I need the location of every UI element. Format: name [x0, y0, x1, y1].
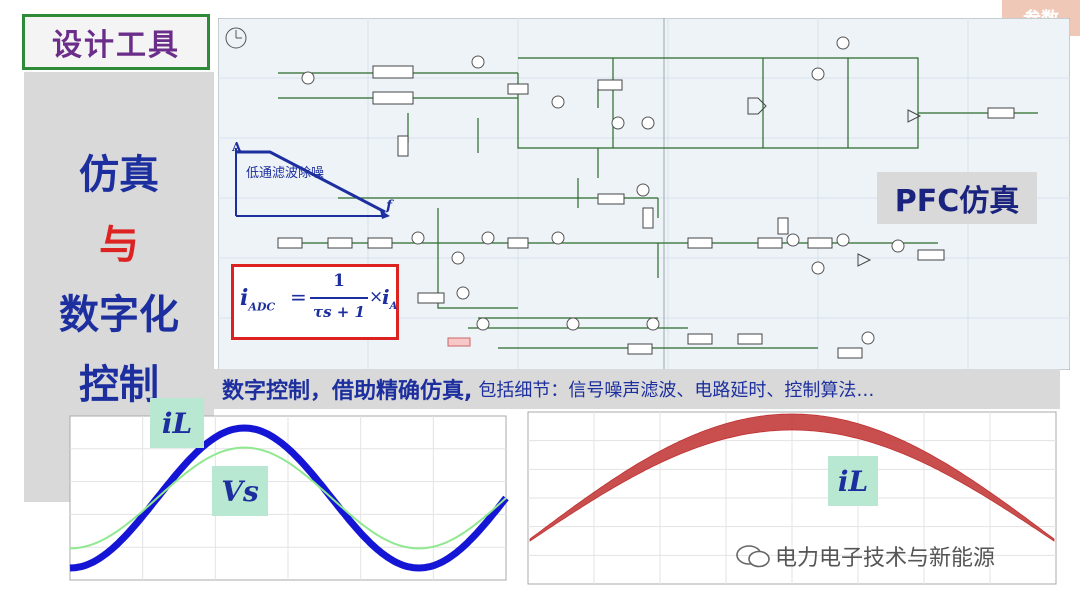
formula-lhs: i	[240, 285, 249, 311]
waveform-chart-halfsine	[527, 411, 1057, 585]
formula-rhs: i	[382, 285, 390, 309]
filter-axis-x-label: f	[386, 198, 393, 214]
left-panel: 仿真 与 数字化 控制	[24, 72, 214, 502]
formula-box: iADC = 1 τs + 1 × iA	[231, 264, 399, 340]
tools-title: 设计工具	[22, 14, 210, 70]
formula-denominator: τs + 1	[313, 303, 365, 321]
filter-note: 低通滤波除噪	[246, 166, 325, 181]
filter-axis-y-label: A	[232, 140, 242, 154]
pfc-sim-label: PFC仿真	[877, 172, 1037, 224]
label-vs: Vs	[212, 466, 268, 516]
caption-rest: 包括细节：信号噪声滤波、电路延时、控制算法…	[478, 380, 875, 401]
formula-times: ×	[369, 287, 384, 307]
formula-lhs-sub: ADC	[248, 300, 276, 314]
formula-rhs-sub: A	[389, 301, 398, 312]
label-il-left: iL	[150, 398, 204, 448]
filter-curve-diagram	[235, 148, 390, 219]
wechat-icon	[736, 545, 770, 568]
word-simulation: 仿真	[79, 152, 159, 198]
waveform-chart-sine	[69, 415, 509, 581]
caption-bar: 数字控制，借助精确仿真, 包括细节：信号噪声滤波、电路延时、控制算法…	[214, 369, 1060, 409]
caption-bold: 数字控制，借助精确仿真,	[222, 379, 473, 404]
formula-numerator: 1	[333, 271, 345, 291]
watermark: 电力电子技术与新能源	[735, 540, 995, 572]
word-control: 控制	[79, 362, 159, 408]
word-and: 与	[99, 222, 139, 268]
watermark-text: 电力电子技术与新能源	[775, 546, 996, 571]
label-il-right: iL	[828, 456, 878, 506]
series-line-il	[69, 424, 509, 572]
series-area-il	[529, 413, 1055, 542]
series-line-vs	[70, 446, 507, 550]
word-digital: 数字化	[59, 292, 179, 338]
